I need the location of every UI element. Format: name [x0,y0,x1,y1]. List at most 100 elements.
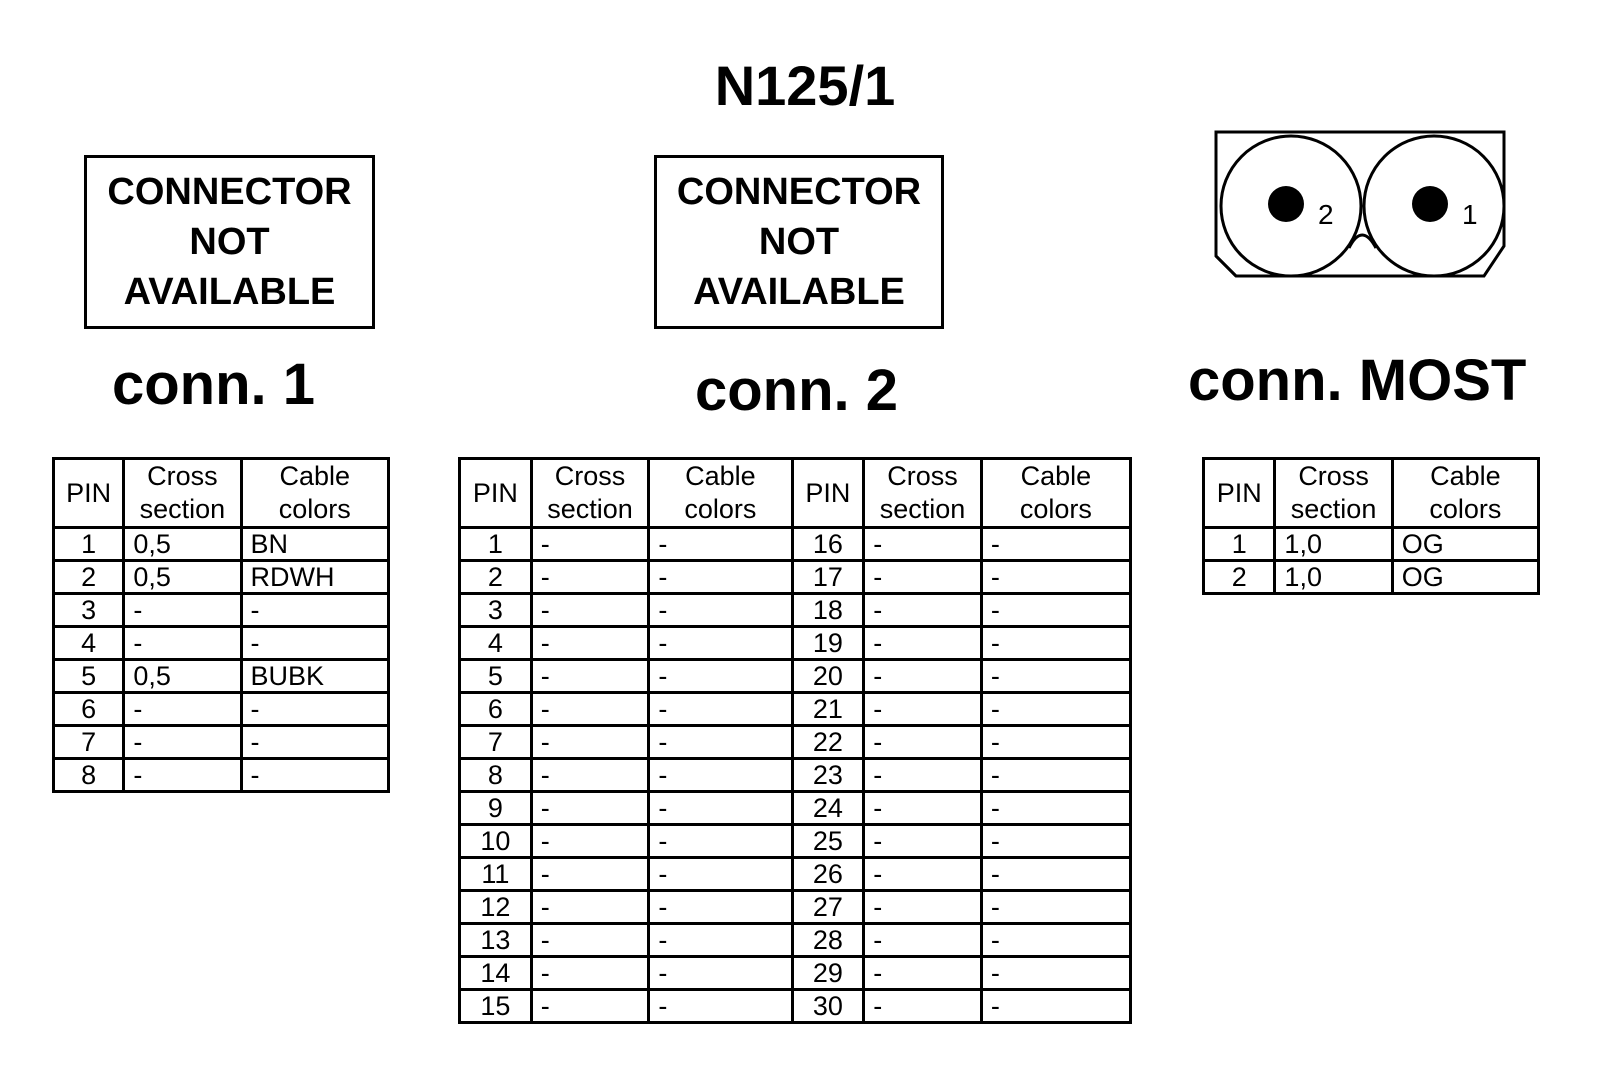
table-cell: - [529,889,651,925]
table-cell: 17 [790,559,866,595]
table-cell: - [239,625,390,661]
table-row: 15--30-- [458,988,1133,1024]
table-cell: 1,0 [1273,559,1394,595]
table-cell: - [862,790,983,826]
table-cell: - [122,691,243,727]
table-cell: - [979,691,1133,727]
most-pin-1-dot [1412,186,1448,222]
table-cell: 4 [458,625,533,661]
table-cell: - [239,724,390,760]
most-connector-drawing: 2 1 [1214,130,1506,278]
table-cell: 25 [790,823,866,859]
box-line: NOT [189,221,270,263]
table-row: 7--22-- [458,724,1133,760]
table-row: 3--18-- [458,592,1133,628]
table-cell: - [862,823,983,859]
table-cell: 19 [790,625,866,661]
table-cell: - [647,757,794,793]
table-cell: - [647,526,794,562]
table-row: 1--16-- [458,526,1133,562]
box-line: AVAILABLE [123,271,336,313]
table-cell: 10 [458,823,533,859]
table-row: 8-- [51,757,390,793]
connector-not-available-box-1: CONNECTOR NOT AVAILABLE [84,155,375,329]
table-row: 14--29-- [458,955,1133,991]
table-header-cell: PIN [458,457,533,529]
table-cell: - [529,823,651,859]
table-cell: - [979,922,1133,958]
table-row: 2--17-- [458,559,1133,595]
table-cell: - [239,757,390,793]
table-cell: - [122,625,243,661]
table-cell: - [979,757,1133,793]
table-cell: OG [1390,559,1541,595]
most-socket-divider [1347,233,1378,249]
table-cell: 18 [790,592,866,628]
table-cell: 8 [51,757,126,793]
table-cell: - [647,691,794,727]
table-cell: 9 [458,790,533,826]
table-cell: - [529,856,651,892]
table-cell: 30 [790,988,866,1024]
table-cell: - [529,658,651,694]
table-cell: - [979,856,1133,892]
table-cell: - [529,559,651,595]
table-cell: - [529,526,651,562]
table-cell: - [979,625,1133,661]
table-cell: - [647,856,794,892]
table-row: 11--26-- [458,856,1133,892]
table-cell: 27 [790,889,866,925]
table-row: 4--19-- [458,625,1133,661]
table-cell: 20 [790,658,866,694]
table-cell: 4 [51,625,126,661]
table-header-cell: Cross section [529,457,651,529]
table-cell: - [979,658,1133,694]
table-cell: 2 [51,559,126,595]
table-cell: - [647,724,794,760]
table-cell: - [979,790,1133,826]
table-cell: - [647,559,794,595]
table-cell: 26 [790,856,866,892]
table-cell: - [239,592,390,628]
table-cell: RDWH [239,559,390,595]
table-cell: - [647,988,794,1024]
table-cell: - [647,592,794,628]
table-cell: - [647,889,794,925]
table-cell: - [979,823,1133,859]
table-cell: - [862,856,983,892]
table-cell: 29 [790,955,866,991]
table-header-cell: PIN [51,457,126,529]
table-cell: - [122,724,243,760]
table-row: 8--23-- [458,757,1133,793]
table-header-cell: PIN [790,457,866,529]
page-title: N125/1 [714,54,896,117]
conn-2-label: conn. 2 [695,358,899,423]
table-cell: - [979,559,1133,595]
table-cell: - [122,757,243,793]
table-cell: 6 [458,691,533,727]
table-cell: 1 [458,526,533,562]
table-cell: 12 [458,889,533,925]
table-cell: - [862,955,983,991]
table-cell: 1 [51,526,126,562]
table-cell: - [862,757,983,793]
table-cell: - [862,988,983,1024]
table-cell: 5 [51,658,126,694]
table-cell: 21 [790,691,866,727]
most-socket-2 [1219,134,1363,278]
table-cell: 14 [458,955,533,991]
most-connector-base [1214,254,1238,278]
table-cell: 5 [458,658,533,694]
table-cell: - [862,691,983,727]
table-row: 13--28-- [458,922,1133,958]
most-pin-2-label: 2 [1318,199,1334,230]
table-cell: - [862,724,983,760]
table-row: 7-- [51,724,390,760]
most-pin-1-label: 1 [1462,199,1478,230]
table-cell: - [529,592,651,628]
